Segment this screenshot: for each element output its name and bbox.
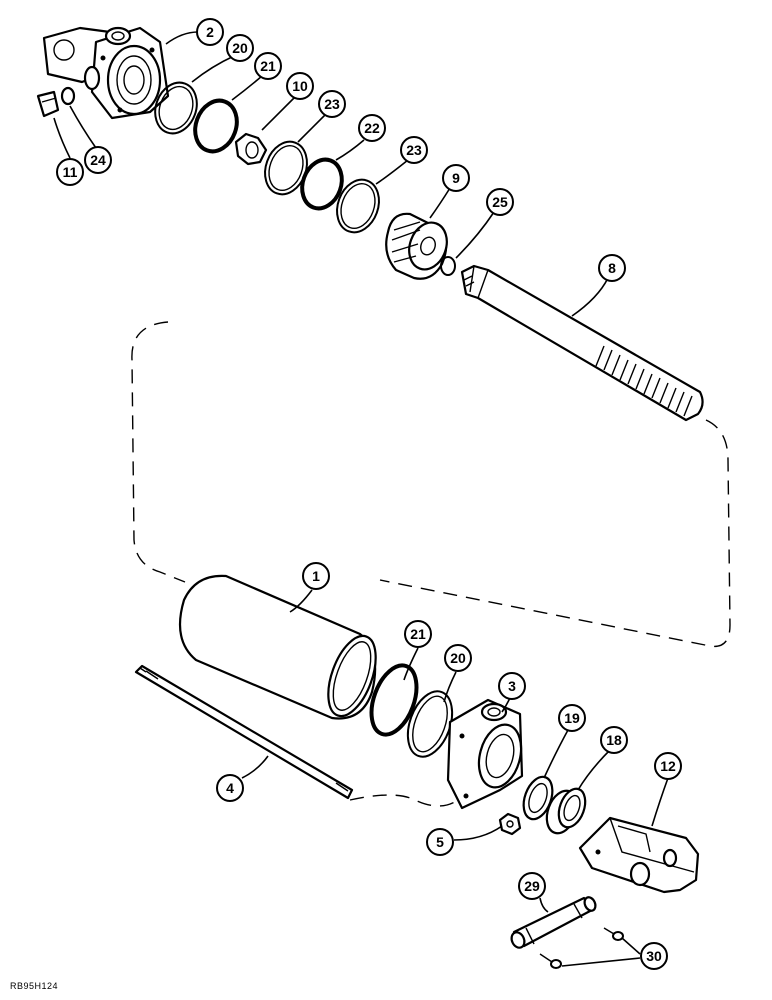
callout-23: 23 <box>400 136 428 164</box>
callout-12: 12 <box>654 752 682 780</box>
callout-22: 22 <box>358 114 386 142</box>
svg-text:11: 11 <box>63 164 78 180</box>
assembly-dashed-line-right <box>379 419 731 648</box>
callout-10: 10 <box>286 72 314 100</box>
svg-text:5: 5 <box>436 834 444 850</box>
callout-3: 3 <box>498 672 526 700</box>
backup-ring-upper <box>154 81 198 135</box>
callout-5: 5 <box>426 828 454 856</box>
svg-text:22: 22 <box>364 120 380 136</box>
svg-text:24: 24 <box>90 152 106 168</box>
svg-text:23: 23 <box>406 142 422 158</box>
retaining-clip <box>603 927 624 941</box>
callout-21: 21 <box>254 52 282 80</box>
rod-wiper <box>545 787 587 835</box>
backup-ring-a <box>264 140 308 196</box>
piston-inner-o-ring <box>440 256 456 276</box>
svg-text:9: 9 <box>452 170 460 186</box>
svg-text:20: 20 <box>450 650 466 666</box>
svg-text:21: 21 <box>410 626 426 642</box>
callout-23: 23 <box>318 90 346 118</box>
retaining-clip <box>539 953 562 969</box>
callout-20: 20 <box>226 34 254 62</box>
callout-21: 21 <box>404 620 432 648</box>
svg-text:20: 20 <box>232 40 248 56</box>
o-ring-upper <box>193 98 239 154</box>
clevis-pin <box>510 896 597 949</box>
piston-nut <box>234 132 268 166</box>
svg-text:25: 25 <box>492 194 508 210</box>
piston <box>385 212 448 280</box>
piston-rod <box>460 264 704 422</box>
svg-text:10: 10 <box>292 78 308 94</box>
callout-4: 4 <box>216 774 244 802</box>
plug <box>36 90 60 118</box>
leader-lines <box>53 31 669 967</box>
cylinder-barrel <box>178 574 377 720</box>
svg-text:21: 21 <box>260 58 276 74</box>
svg-text:29: 29 <box>524 878 540 894</box>
tie-rod-nut <box>498 812 522 836</box>
callout-30: 30 <box>640 942 668 970</box>
svg-text:3: 3 <box>508 678 516 694</box>
callout-29: 29 <box>518 872 546 900</box>
svg-text:4: 4 <box>226 780 234 796</box>
assembly-dashed-line-bottom <box>349 794 459 807</box>
callout-20: 20 <box>444 644 472 672</box>
callout-11: 11 <box>56 158 84 186</box>
callout-18: 18 <box>600 726 628 754</box>
callout-9: 9 <box>442 164 470 192</box>
callout-1: 1 <box>302 562 330 590</box>
backup-ring-b <box>336 178 380 234</box>
tie-rod <box>134 664 354 800</box>
svg-text:2: 2 <box>206 24 214 40</box>
figure-reference-code: RB95H124 <box>10 981 59 991</box>
svg-text:30: 30 <box>646 948 662 964</box>
plug-washer <box>60 86 76 106</box>
svg-text:1: 1 <box>312 568 320 584</box>
callout-19: 19 <box>558 704 586 732</box>
svg-text:12: 12 <box>660 758 676 774</box>
cylinder-base-end <box>42 26 170 120</box>
piston-o-ring <box>300 157 344 211</box>
callout-24: 24 <box>84 146 112 174</box>
svg-text:19: 19 <box>564 710 580 726</box>
assembly-dashed-line <box>131 321 186 583</box>
callout-8: 8 <box>598 254 626 282</box>
svg-text:23: 23 <box>324 96 340 112</box>
callout-25: 25 <box>486 188 514 216</box>
o-ring-lower <box>369 663 419 737</box>
svg-text:18: 18 <box>606 732 622 748</box>
svg-text:8: 8 <box>608 260 616 276</box>
callout-2: 2 <box>196 18 224 46</box>
clevis <box>578 816 700 894</box>
cylinder-rod-end <box>446 698 524 810</box>
